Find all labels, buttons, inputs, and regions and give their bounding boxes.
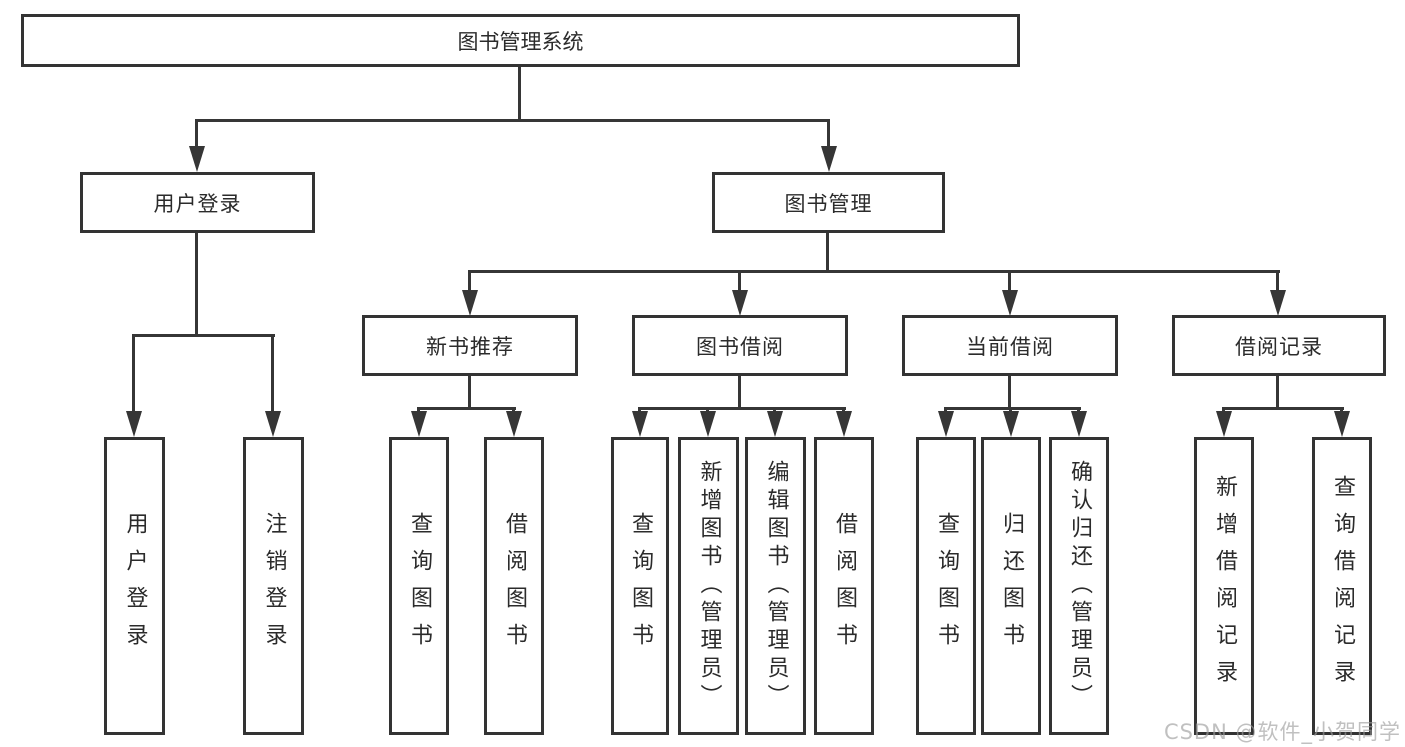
arrow-down-icon: [836, 411, 852, 437]
arrow-down-icon: [767, 411, 783, 437]
leaf-confirm-return-admin: 确认归还（管理员）: [1049, 437, 1109, 735]
connector-hline: [132, 334, 275, 337]
connector-hline: [1222, 407, 1344, 410]
node-label: 借阅图书: [832, 512, 857, 660]
leaf-query-books-3: 查询图书: [916, 437, 976, 735]
node-current-borrow: 当前借阅: [902, 315, 1118, 376]
arrow-down-icon: [126, 411, 142, 437]
arrow-down-icon: [265, 411, 281, 437]
arrow-down-icon: [700, 411, 716, 437]
node-root: 图书管理系统: [21, 14, 1020, 67]
leaf-query-books-2: 查询图书: [611, 437, 669, 735]
connector-hline: [417, 407, 516, 410]
arrow-down-icon: [506, 411, 522, 437]
connector-vline: [195, 119, 198, 152]
connector-vline: [468, 376, 471, 409]
arrow-down-icon: [462, 290, 478, 316]
connector-vline: [468, 270, 471, 294]
leaf-add-book-admin: 新增图书（管理员）: [678, 437, 739, 735]
leaf-query-borrow-record: 查询借阅记录: [1312, 437, 1372, 735]
node-label: 借阅记录: [1235, 334, 1323, 359]
node-label: 编辑图书（管理员）: [763, 460, 789, 712]
node-label: 查询图书: [628, 512, 653, 660]
connector-vline: [827, 119, 830, 152]
leaf-borrow-books-2: 借阅图书: [814, 437, 874, 735]
connector-vline: [271, 334, 274, 415]
node-new-book-recommend: 新书推荐: [362, 315, 578, 376]
connector-vline: [1008, 376, 1011, 409]
connector-vline: [738, 270, 741, 294]
arrow-down-icon: [1334, 411, 1350, 437]
node-label: 图书管理系统: [457, 29, 584, 54]
arrow-down-icon: [189, 146, 205, 172]
node-label: 新增借阅记录: [1212, 475, 1237, 697]
node-label: 新增图书（管理员）: [696, 460, 722, 712]
leaf-add-borrow-record: 新增借阅记录: [1194, 437, 1254, 735]
connector-vline: [826, 233, 829, 273]
leaf-logout: 注销登录: [243, 437, 304, 735]
arrow-down-icon: [938, 411, 954, 437]
node-label: 用户登录: [122, 512, 148, 660]
leaf-edit-book-admin: 编辑图书（管理员）: [745, 437, 806, 735]
connector-hline: [638, 407, 846, 410]
node-book-management: 图书管理: [712, 172, 945, 233]
node-label: 新书推荐: [426, 334, 514, 359]
csdn-watermark: CSDN @软件_小贺同学: [1163, 720, 1401, 744]
arrow-down-icon: [632, 411, 648, 437]
connector-hline: [944, 407, 1081, 410]
connector-vline: [738, 376, 741, 409]
connector-vline: [1276, 376, 1279, 409]
node-book-borrow: 图书借阅: [632, 315, 848, 376]
connector-vline: [1008, 270, 1011, 294]
node-user-login: 用户登录: [80, 172, 315, 233]
arrow-down-icon: [1071, 411, 1087, 437]
arrow-down-icon: [821, 146, 837, 172]
arrow-down-icon: [1002, 290, 1018, 316]
connector-hline: [195, 119, 830, 122]
node-label: 借阅图书: [502, 512, 527, 660]
arrow-down-icon: [1003, 411, 1019, 437]
node-label: 当前借阅: [966, 334, 1054, 359]
connector-vline: [518, 67, 521, 122]
node-label: 查询图书: [407, 512, 432, 660]
connector-hline: [468, 270, 1280, 273]
node-borrow-records: 借阅记录: [1172, 315, 1386, 376]
node-label: 归还图书: [999, 512, 1024, 660]
arrow-down-icon: [1270, 290, 1286, 316]
node-label: 注销登录: [261, 512, 287, 660]
leaf-user-login: 用户登录: [104, 437, 165, 735]
node-label: 查询借阅记录: [1330, 475, 1355, 697]
connector-vline: [1276, 270, 1279, 294]
node-label: 图书管理: [784, 191, 873, 216]
connector-vline: [132, 334, 135, 415]
node-label: 确认归还（管理员）: [1067, 460, 1092, 712]
leaf-query-books-1: 查询图书: [389, 437, 449, 735]
arrow-down-icon: [411, 411, 427, 437]
arrow-down-icon: [732, 290, 748, 316]
leaf-return-book: 归还图书: [981, 437, 1041, 735]
leaf-borrow-books-1: 借阅图书: [484, 437, 544, 735]
connector-vline: [195, 233, 198, 336]
node-label: 用户登录: [153, 191, 242, 216]
node-label: 查询图书: [934, 512, 959, 660]
node-label: 图书借阅: [696, 334, 784, 359]
arrow-down-icon: [1216, 411, 1232, 437]
